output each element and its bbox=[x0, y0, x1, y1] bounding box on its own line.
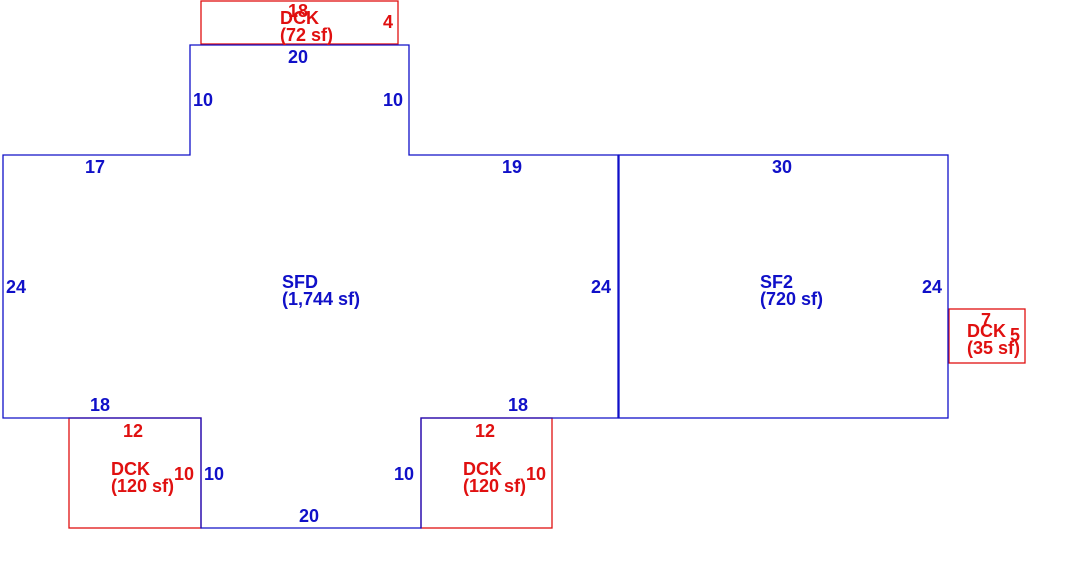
deck-right-dim-top: 7 bbox=[981, 310, 991, 330]
sf2-outline bbox=[618, 154, 949, 419]
deck-right-name-label: DCK bbox=[967, 321, 1006, 341]
deck-bottom-mid-dim-right: 10 bbox=[526, 464, 546, 484]
deck-top-name-label: DCK bbox=[280, 8, 319, 28]
deck-bottom-left-name-label: DCK bbox=[111, 459, 150, 479]
sfd-dim-bump-right: 10 bbox=[383, 90, 403, 110]
deck-bottom-mid-dim-top: 12 bbox=[475, 421, 495, 441]
sf2-name-label: SF2 bbox=[760, 272, 793, 292]
deck-top-dim-right: 4 bbox=[383, 12, 393, 32]
deck-top-outline bbox=[200, 0, 399, 45]
sfd-dim-notch-left: 10 bbox=[204, 464, 224, 484]
deck-top-area-label: (72 sf) bbox=[280, 25, 333, 45]
sf2-dim-right: 24 bbox=[922, 277, 942, 297]
sfd-dim-top-left: 17 bbox=[85, 157, 105, 177]
deck-right-area-label: (35 sf) bbox=[967, 338, 1020, 358]
deck-bottom-left-dim-top: 12 bbox=[123, 421, 143, 441]
deck-bottom-mid-name-label: DCK bbox=[463, 459, 502, 479]
deck-top-dim-top: 18 bbox=[288, 1, 308, 21]
sfd-dim-notch-right: 10 bbox=[394, 464, 414, 484]
sfd-area-label: (1,744 sf) bbox=[282, 289, 360, 309]
deck-bottom-left-area-label: (120 sf) bbox=[111, 476, 174, 496]
sf2-dim-top: 30 bbox=[772, 157, 792, 177]
sfd-outline bbox=[2, 44, 619, 529]
deck-bottom-left-dim-right: 10 bbox=[174, 464, 194, 484]
sfd-dim-right: 24 bbox=[591, 277, 611, 297]
sfd-dim-bump-left: 10 bbox=[193, 90, 213, 110]
sf2-area-label: (720 sf) bbox=[760, 289, 823, 309]
sfd-dim-bottom-right: 18 bbox=[508, 395, 528, 415]
sfd-dim-bump-top: 20 bbox=[288, 47, 308, 67]
sfd-dim-left: 24 bbox=[6, 277, 26, 297]
sfd-dim-notch-bottom: 20 bbox=[299, 506, 319, 526]
deck-right-outline bbox=[948, 308, 1026, 364]
sfd-name-label: SFD bbox=[282, 272, 318, 292]
deck-bottom-mid-area-label: (120 sf) bbox=[463, 476, 526, 496]
sfd-dim-top-right: 19 bbox=[502, 157, 522, 177]
deck-right-dim-right: 5 bbox=[1010, 325, 1020, 345]
sfd-dim-bottom-left: 18 bbox=[90, 395, 110, 415]
